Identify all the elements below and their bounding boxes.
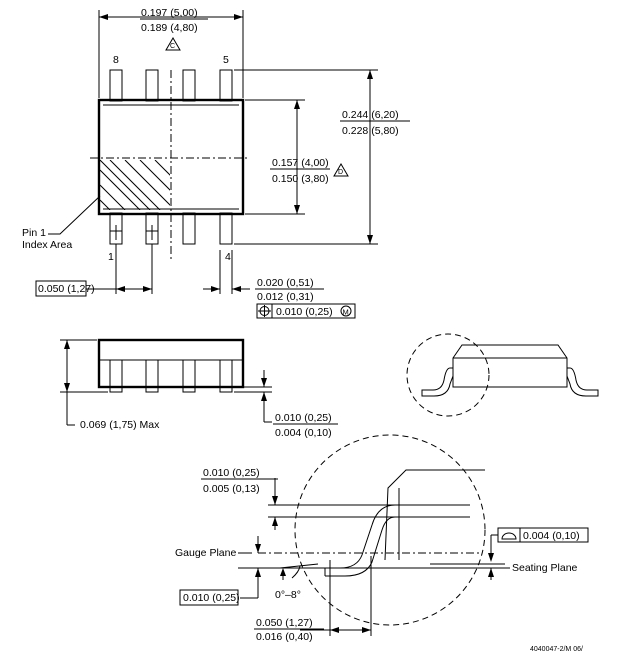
overall-min: 0.228 (5,80) [342, 125, 399, 137]
height-max: 0.069 (1,75) Max [80, 419, 160, 431]
gauge-height: 0.010 (0,25) [183, 592, 240, 604]
pitch-box [35, 280, 87, 297]
foot-length-max: 0.050 (1,27) [256, 617, 313, 629]
position-tolerance-frame [256, 303, 356, 319]
standoff-max: 0.010 (0,25) [275, 412, 332, 424]
top-view: 0.197 (5,00) 0.189 (4,80) C 8 5 1 4 0.24… [22, 7, 410, 319]
pin-label-5: 5 [223, 54, 229, 66]
overall-max: 0.244 (6,20) [342, 109, 399, 121]
body-width-max: 0.157 (4,00) [272, 157, 329, 169]
lead-width-min: 0.012 (0,31) [257, 291, 314, 303]
end-view [406, 333, 599, 417]
lead-thickness-min: 0.005 (0,13) [203, 483, 260, 495]
position-tol: 0.010 (0,25) [276, 306, 333, 318]
body-width-note: D [338, 169, 343, 176]
foot-length-min: 0.016 (0,40) [256, 631, 313, 643]
width-note: C [170, 43, 175, 50]
pin-label-4: 4 [225, 251, 231, 263]
lead-width-max: 0.020 (0,51) [257, 277, 314, 289]
pin-label-1: 1 [108, 251, 114, 263]
side-body [97, 338, 245, 389]
gauge-plane-label: Gauge Plane [175, 547, 236, 559]
width-max: 0.197 (5,00) [141, 7, 198, 19]
body-width-min: 0.150 (3,80) [272, 173, 329, 185]
coplanarity: 0.004 (0,10) [523, 530, 580, 542]
lead-thickness-max: 0.010 (0,25) [203, 467, 260, 479]
seating-plane-label: Seating Plane [512, 562, 578, 574]
gauge-height-box [179, 589, 239, 606]
mmc-symbol: M [343, 308, 349, 317]
pin1-label-line2: Index Area [22, 239, 72, 251]
standoff-min: 0.004 (0,10) [275, 427, 332, 439]
side-view: 0.069 (1,75) Max 0.010 (0,25) 0.004 (0,1… [60, 338, 338, 439]
detail-view: 0.010 (0,25) 0.005 (0,13) Gauge Plane 0.… [175, 434, 589, 643]
pin1-index-hatch [100, 160, 170, 210]
pin1-label-line1: Pin 1 [22, 227, 46, 239]
drawing-id: 4040047-2/M 06/ [530, 646, 583, 651]
pitch: 0.050 (1,27) [38, 283, 95, 295]
pin-label-8: 8 [113, 54, 119, 66]
width-min: 0.189 (4,80) [141, 22, 198, 34]
angle: 0°–8° [275, 589, 301, 601]
